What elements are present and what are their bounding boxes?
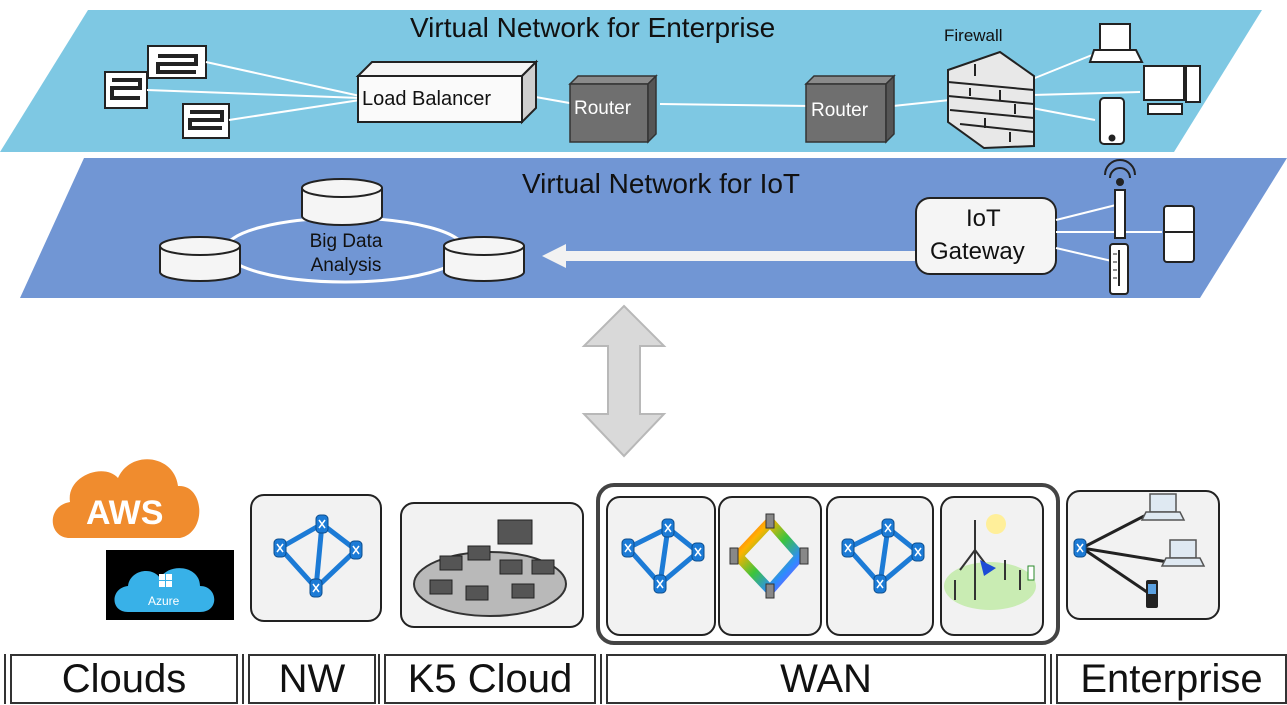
smartphone-icon bbox=[1099, 97, 1125, 145]
wan-group-frame bbox=[596, 483, 1060, 645]
datacenter-graphic bbox=[413, 519, 567, 617]
azure-cloud-icon bbox=[114, 568, 215, 612]
router-label: Router bbox=[574, 98, 632, 119]
sensor-device-icon bbox=[1163, 205, 1195, 263]
laptop-icon bbox=[1088, 23, 1144, 63]
wan-label: WAN bbox=[600, 654, 1046, 704]
windows-icon bbox=[159, 574, 172, 587]
nw-label: NW bbox=[242, 654, 376, 704]
enterprise-network-title: Virtual Network for Enterprise bbox=[410, 12, 776, 43]
wan-mesh-graphic bbox=[621, 518, 705, 594]
iot-gateway-box bbox=[915, 197, 1057, 275]
clouds-label: Clouds bbox=[4, 654, 238, 704]
aws-cloud-logo bbox=[52, 459, 200, 538]
database-icon bbox=[443, 236, 525, 282]
firewall-icon bbox=[947, 50, 1035, 150]
iot-gateway-label-line1: IoT bbox=[966, 205, 1001, 232]
thermometer-icon bbox=[1109, 243, 1129, 295]
k5-cloud-label: K5 Cloud bbox=[378, 654, 596, 704]
load-balancer-box bbox=[355, 59, 539, 125]
firewall-label: Firewall bbox=[944, 26, 1003, 45]
optical-network-graphic bbox=[729, 513, 809, 599]
database-icon bbox=[301, 178, 383, 226]
nw-mesh-graphic bbox=[273, 514, 363, 598]
big-data-label: Big Data Analysis bbox=[309, 231, 383, 276]
iot-gateway-label-line2: Gateway bbox=[930, 238, 1025, 265]
database-icon bbox=[159, 236, 241, 282]
enterprise-label: Enterprise bbox=[1050, 654, 1287, 704]
azure-label: Azure bbox=[148, 594, 180, 608]
enterprise-links bbox=[146, 54, 1141, 121]
router-label: Router bbox=[811, 100, 869, 121]
router-box bbox=[804, 74, 896, 144]
data-flow-arrow bbox=[542, 244, 918, 268]
desktop-icon bbox=[1143, 65, 1201, 115]
antenna-sensor-icon bbox=[1104, 159, 1136, 239]
double-arrow-icon bbox=[581, 304, 667, 458]
wan-mesh-graphic bbox=[841, 518, 925, 594]
mobile-network-graphic bbox=[944, 514, 1036, 610]
iot-network-title: Virtual Network for IoT bbox=[522, 168, 801, 199]
load-balancer-label: Load Balancer bbox=[362, 88, 491, 110]
enterprise-graphic bbox=[1073, 493, 1206, 608]
router-box bbox=[568, 74, 658, 144]
aws-label: AWS bbox=[86, 494, 164, 532]
wan-tile bbox=[826, 496, 934, 636]
wan-tile bbox=[718, 496, 822, 636]
